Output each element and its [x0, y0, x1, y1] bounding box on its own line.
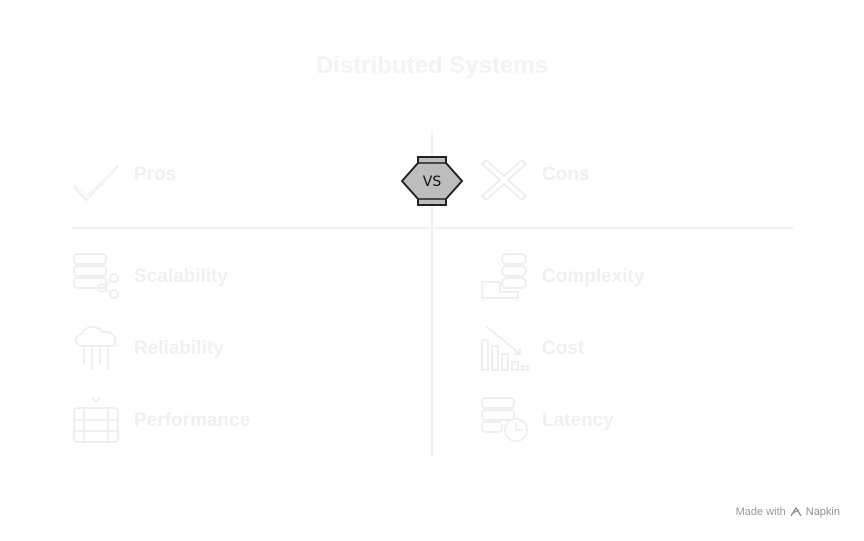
- horizontal-divider: [72, 227, 793, 229]
- made-with-text: Made with: [735, 506, 786, 518]
- pros-item-performance: Performance: [134, 410, 251, 431]
- footer-attribution[interactable]: Made with Napkin: [736, 506, 840, 518]
- napkin-brand: Napkin: [805, 506, 840, 518]
- database-stack-icon: [481, 253, 527, 299]
- pros-heading: Pros: [134, 164, 177, 185]
- vs-badge: VS: [400, 156, 464, 206]
- vs-label: VS: [423, 174, 442, 190]
- server-network-icon: [73, 253, 119, 299]
- declining-chart-icon: [481, 325, 529, 371]
- pros-item-reliability: Reliability: [134, 338, 224, 359]
- cloud-circuit-icon: [75, 326, 117, 370]
- cons-heading: Cons: [542, 164, 590, 185]
- cross-icon: [480, 158, 528, 202]
- cons-item-cost: Cost: [542, 338, 585, 359]
- checkmark-icon: [73, 165, 119, 202]
- cons-item-latency: Latency: [542, 410, 614, 431]
- vertical-divider: [431, 130, 433, 456]
- napkin-logo-icon: [790, 506, 802, 517]
- server-clock-icon: [481, 397, 528, 442]
- diagram-title: Distributed Systems: [315, 52, 549, 79]
- cons-item-complexity: Complexity: [542, 266, 645, 287]
- server-rack-icon: [73, 397, 119, 443]
- pros-item-scalability: Scalability: [134, 266, 228, 287]
